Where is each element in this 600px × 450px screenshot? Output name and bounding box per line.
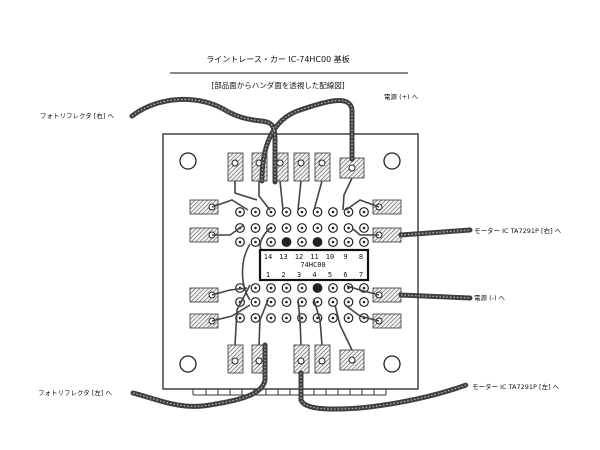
diagram-title: ライントレース・カー IC-74HC00 基板 — [206, 54, 349, 64]
pcb-hole-center — [347, 316, 350, 320]
pcb-hole-center — [331, 210, 335, 214]
chip-name-label: 74HC00 — [300, 261, 325, 269]
pcb-hole-center — [331, 240, 335, 244]
pcb-hole-center — [316, 210, 319, 214]
pcb-hole-center — [347, 226, 350, 230]
chip-pin-label-bottom: 5 — [328, 271, 332, 279]
pcb-hole-center — [285, 300, 288, 304]
pcb-hole-center — [300, 240, 304, 244]
chip-pin-label-bottom: 1 — [266, 271, 270, 279]
pcb-hole-center — [316, 300, 319, 304]
chip-pin-label-top: 9 — [343, 253, 347, 261]
edge-connector — [192, 389, 387, 396]
pcb-hole-center — [347, 210, 350, 214]
chip-pin-label-top: 11 — [310, 253, 318, 261]
pcb-hole — [312, 237, 323, 247]
pcb-hole-center — [285, 226, 288, 230]
pcb-hole-center — [269, 316, 273, 320]
pcb-hole-center — [362, 286, 366, 290]
label-power-minus: 電源 (-) へ — [474, 293, 506, 302]
pcb-hole-center — [269, 286, 273, 290]
pcb-hole-center — [238, 210, 242, 214]
chip-pin-label-top: 13 — [279, 253, 287, 261]
pcb-hole-center — [362, 300, 366, 304]
pcb-hole-center — [254, 316, 257, 320]
pcb-hole-center — [300, 286, 304, 290]
pcb-hole-center — [331, 300, 335, 304]
pcb-hole-center — [254, 286, 257, 290]
diagram-subtitle: [部品面からハンダ面を透視した配線図] — [211, 80, 344, 90]
top-connector-pads — [227, 152, 365, 182]
chip-pin-label-bottom: 2 — [281, 271, 285, 279]
pcb-hole-center — [254, 240, 257, 244]
chip-pin-label-bottom: 6 — [343, 271, 347, 279]
pcb-hole — [312, 283, 323, 293]
pcb-hole-center — [362, 240, 366, 244]
pcb-hole — [281, 237, 292, 247]
pcb-hole-center — [300, 316, 304, 320]
pcb-hole-center — [362, 210, 366, 214]
pcb-hole-center — [254, 226, 257, 230]
pcb-hole-center — [316, 316, 319, 320]
chip-pin-label-top: 8 — [359, 253, 363, 261]
label-photo-reflector-right: フォトリフレクタ [右] へ — [40, 111, 114, 120]
pcb-hole-center — [254, 210, 257, 214]
pcb-hole-center — [285, 316, 288, 320]
chip-pin-label-bottom: 7 — [359, 271, 363, 279]
pcb-hole-center — [347, 300, 350, 304]
pcb-hole-center — [331, 286, 335, 290]
pcb-hole-center — [285, 210, 288, 214]
chip-pin-label-bottom: 3 — [297, 271, 301, 279]
pcb-hole-center — [254, 300, 257, 304]
chip-pin-label-top: 14 — [264, 253, 272, 261]
pcb-hole-center — [269, 300, 273, 304]
pcb-hole-center — [331, 316, 335, 320]
chip-pin-label-top: 12 — [295, 253, 303, 261]
pcb-hole-center — [316, 226, 319, 230]
label-power-plus: 電源 (+) へ — [384, 92, 419, 101]
pcb-hole-center — [269, 210, 273, 214]
bottom-connector-pads — [227, 344, 365, 374]
board-traces — [211, 177, 380, 351]
label-photo-reflector-left: フォトリフレクタ [左] へ — [38, 388, 112, 397]
label-motor-ic-left: モーター IC TA7291P [左] へ — [472, 382, 560, 391]
mounting-hole-bl — [179, 355, 197, 373]
label-motor-ic-right: モーター IC TA7291P [右] へ — [474, 226, 562, 235]
chip-pin-label-top: 10 — [326, 253, 334, 261]
pcb-hole-center — [347, 240, 350, 244]
pcb-hole-center — [331, 226, 335, 230]
pcb-hole-center — [269, 240, 273, 244]
left-side-pads — [189, 199, 219, 329]
pcb-hole-center — [362, 226, 366, 230]
pcb-hole-center — [238, 316, 242, 320]
pcb-hole-center — [300, 210, 304, 214]
mounting-hole-br — [383, 355, 401, 373]
mounting-hole-tr — [383, 152, 401, 170]
mounting-hole-tl — [179, 152, 197, 170]
pcb-hole-center — [238, 240, 242, 244]
pcb-hole-center — [285, 286, 288, 290]
wire-highlights — [131, 98, 471, 410]
pcb-hole-center — [300, 226, 304, 230]
pcb-hole-center — [300, 300, 304, 304]
chip-pin-label-bottom: 4 — [312, 271, 316, 279]
